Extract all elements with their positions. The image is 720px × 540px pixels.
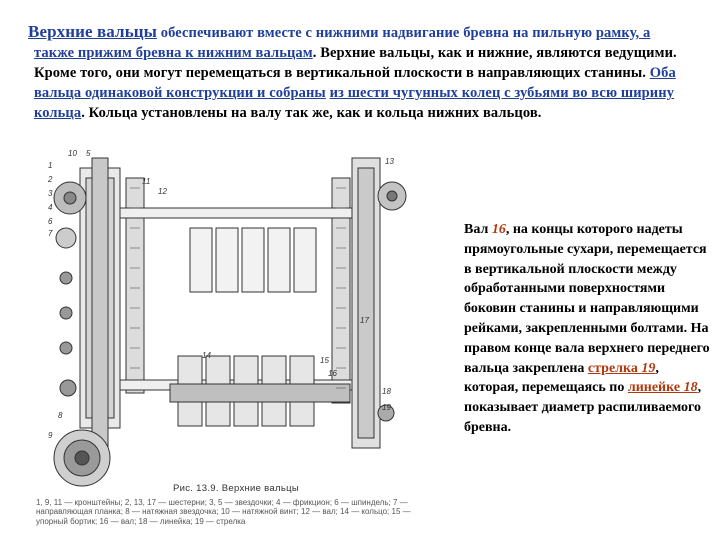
side-part-4: , показывает диаметр распиливаемого брев… — [464, 380, 702, 435]
label-18: 18 — [382, 387, 391, 396]
side-part-3: , которая, перемещаясь по — [464, 360, 659, 396]
label-10: 10 — [68, 149, 77, 158]
intro-part-3: . Верхние вальцы, как и нижние, являются… — [34, 45, 677, 81]
figure-caption: Рис. 13.9. Верхние вальцы 1, 9, 11 — кро… — [36, 484, 436, 526]
label-3: 3 — [48, 189, 53, 198]
intro-part-4: Оба вальца одинаковой конструкции и собр… — [34, 65, 676, 101]
caption-text: 1, 9, 11 — кронштейны; 2, 13, 17 — шесте… — [36, 497, 411, 526]
label-15: 15 — [320, 356, 329, 365]
intro-lead: Верхние вальцы — [28, 22, 158, 41]
caption-title: Рис. 13.9. Верхние вальцы — [173, 483, 299, 494]
label-11: 11 — [142, 177, 150, 186]
lower-shaft-core — [169, 383, 351, 403]
side-ref-ruler: линейке — [627, 380, 684, 396]
top-shaft — [119, 207, 353, 219]
label-17: 17 — [360, 316, 369, 325]
intro-paragraph: Верхние вальцы обеспечивают вместе с ниж… — [28, 22, 694, 123]
label-9: 9 — [48, 431, 53, 440]
label-19: 19 — [382, 403, 391, 412]
side-part-1: Вал — [464, 222, 492, 237]
left-column — [91, 157, 109, 459]
label-12: 12 — [158, 187, 167, 196]
upper-roller-rings — [189, 227, 317, 293]
side-paragraph: Вал 16, на концы которого надеты прямоуг… — [464, 220, 714, 438]
label-5: 5 — [86, 149, 91, 158]
side-num-16: 16 — [491, 222, 506, 237]
side-num-19: 19 — [641, 360, 656, 376]
intro-part-6: из шести чугунных колец с зубьями во всю… — [34, 85, 675, 121]
side-num-18: 18 — [683, 380, 698, 396]
right-toothed-band — [331, 177, 351, 404]
intro-part-7: . Кольца установлены на валу так же, как… — [81, 105, 542, 121]
label-1: 1 — [48, 161, 52, 170]
label-4: 4 — [48, 203, 53, 212]
label-8: 8 — [58, 411, 63, 420]
label-14: 14 — [202, 351, 211, 360]
label-2: 2 — [47, 175, 53, 184]
side-part-2: , на концы которого надеты прямоугольные… — [464, 222, 710, 376]
label-16: 16 — [328, 369, 337, 378]
right-rack — [357, 167, 375, 439]
rollers-drawing: 10 5 1 2 3 4 6 7 8 9 11 12 13 14 15 16 1… — [30, 148, 442, 520]
rollers-drawing-svg: 10 5 1 2 3 4 6 7 8 9 11 12 13 14 15 16 1… — [47, 149, 407, 487]
intro-part-2: рамку, а также прижим бревна к нижним ва… — [34, 25, 651, 61]
side-ref-arrow: стрелка — [587, 360, 642, 376]
left-toothed-band — [125, 177, 145, 394]
label-7: 7 — [48, 229, 53, 238]
label-6: 6 — [48, 217, 53, 226]
intro-part-1: обеспечивают вместе с нижними надвигание… — [157, 25, 596, 41]
label-13: 13 — [385, 157, 394, 166]
